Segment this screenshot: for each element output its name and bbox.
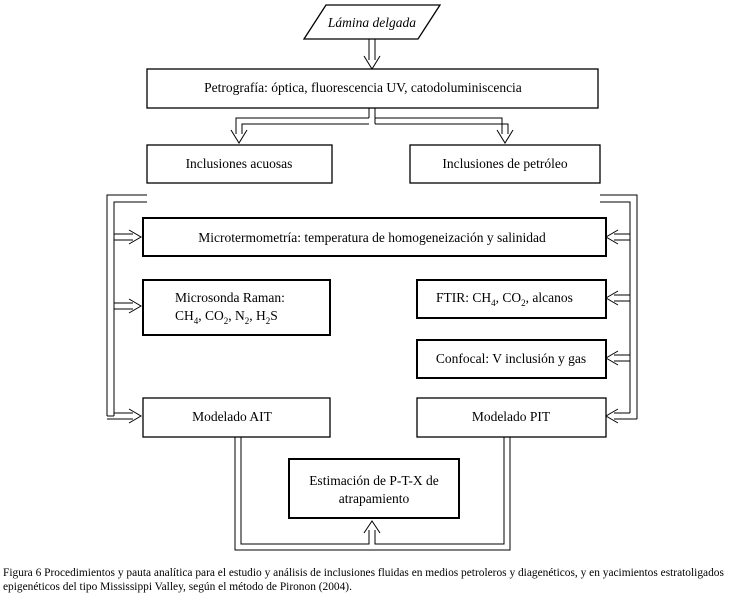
node-confocal: Confocal: V inclusión y gas — [416, 339, 607, 379]
node-ait-label: Modelado AIT — [192, 409, 273, 424]
node-acuosas-label: Inclusiones acuosas — [186, 156, 293, 171]
node-ftir-label: FTIR: CH4, CO2, alcanos — [436, 290, 573, 308]
node-ftir: FTIR: CH4, CO2, alcanos — [416, 279, 607, 319]
node-microtermometria-label: Microtermometría: temperatura de homogen… — [198, 230, 546, 245]
node-lamina-label: Lámina delgada — [327, 15, 416, 30]
node-ptx-line1: Estimación de P-T-X de — [309, 473, 439, 488]
edge-acuosas-bus — [106, 194, 147, 424]
node-petrografia: Petrografía: óptica, fluorescencia UV, c… — [146, 68, 599, 109]
node-estimacion-ptx: Estimación de P-T-X de atrapamiento — [288, 458, 460, 519]
flowchart: Lámina delgada Petrografía: óptica, fluo… — [106, 4, 638, 551]
node-pit-label: Modelado PIT — [472, 409, 551, 424]
node-ptx-line2: atrapamiento — [339, 491, 410, 506]
node-petrografia-label: Petrografía: óptica, fluorescencia UV, c… — [204, 80, 522, 95]
node-raman-line2: CH4, CO2, N2, H2S — [175, 308, 278, 326]
node-inclusiones-acuosas: Inclusiones acuosas — [146, 144, 333, 184]
node-modelado-ait: Modelado AIT — [142, 397, 331, 438]
edge-lamina-petrografia — [363, 39, 381, 70]
node-petroleo-label: Inclusiones de petróleo — [442, 156, 567, 171]
node-inclusiones-petroleo: Inclusiones de petróleo — [409, 144, 601, 184]
node-modelado-pit: Modelado PIT — [416, 397, 607, 438]
edge-petrografia-split — [230, 108, 514, 144]
node-microtermometria: Microtermometría: temperatura de homogen… — [142, 217, 607, 257]
figure-caption: Figura 6 Procedimientos y pauta analític… — [3, 567, 724, 593]
edge-modelado-ptx — [234, 437, 511, 551]
node-lamina-delgada: Lámina delgada — [302, 4, 442, 40]
node-raman-line1: Microsonda Raman: — [175, 290, 285, 305]
node-confocal-label: Confocal: V inclusión y gas — [436, 351, 586, 366]
node-microsonda-raman: Microsonda Raman: CH4, CO2, N2, H2S — [142, 279, 331, 336]
